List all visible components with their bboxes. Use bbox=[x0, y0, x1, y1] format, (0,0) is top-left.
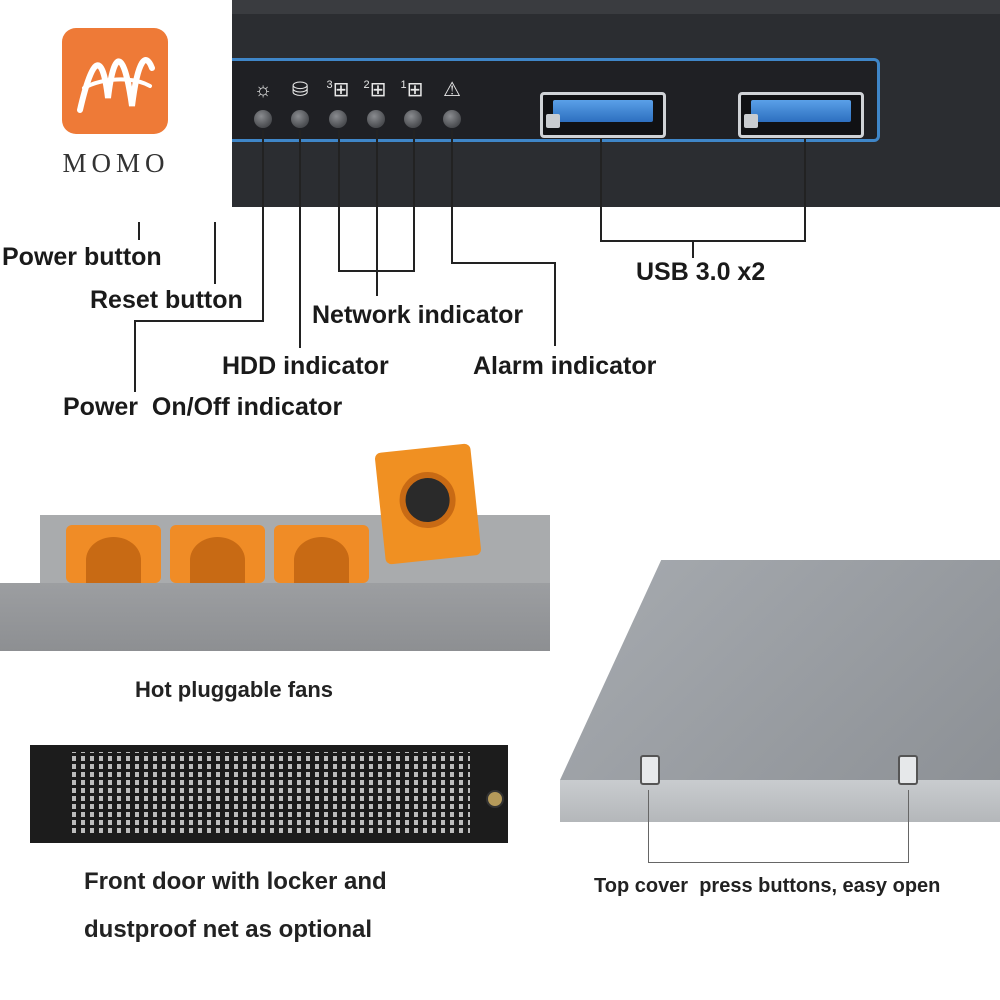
network-2-leader bbox=[376, 130, 378, 296]
usb-port-1[interactable] bbox=[540, 92, 666, 138]
alarm-led bbox=[443, 110, 461, 128]
cover-leader-left bbox=[648, 790, 649, 862]
fan-2 bbox=[170, 525, 265, 583]
hdd-icon: ⛁ bbox=[291, 79, 309, 101]
fan-removed bbox=[374, 443, 482, 565]
dustproof-net-rows bbox=[72, 752, 470, 836]
network-2-icon: 2⊞ bbox=[363, 79, 387, 101]
logo-text: MOMO bbox=[62, 148, 170, 178]
power-button-label: Power button bbox=[2, 243, 162, 271]
alarm-leader-h bbox=[451, 262, 556, 264]
chassis-front-plate bbox=[0, 583, 550, 651]
usb-label: USB 3.0 x2 bbox=[636, 258, 766, 286]
usb-leader-h bbox=[600, 240, 806, 242]
alarm-indicator-label: Alarm indicator bbox=[473, 352, 657, 380]
hdd-leader bbox=[299, 130, 301, 348]
power-led-leader bbox=[262, 130, 264, 322]
power-led-leader-v bbox=[134, 320, 136, 392]
network-leader-h bbox=[338, 270, 415, 272]
alarm-icon: ⚠ bbox=[443, 79, 461, 101]
power-led-leader-h bbox=[134, 320, 264, 322]
network-1-led bbox=[404, 110, 422, 128]
network-3-leader bbox=[338, 130, 340, 272]
hdd-led bbox=[291, 110, 309, 128]
light-bulb-icon: ☼ bbox=[253, 79, 273, 101]
network-2-led bbox=[367, 110, 385, 128]
top-cover-front-edge bbox=[560, 780, 1000, 822]
reset-button-leader bbox=[214, 222, 216, 284]
cover-press-button-right[interactable] bbox=[898, 755, 918, 785]
reset-button-label: Reset button bbox=[90, 286, 243, 314]
fan-3 bbox=[274, 525, 369, 583]
door-caption-line2: dustproof net as optional bbox=[84, 916, 372, 943]
usb-leader-stem bbox=[692, 240, 694, 258]
network-1-icon: 1⊞ bbox=[400, 79, 424, 101]
cover-press-button-left[interactable] bbox=[640, 755, 660, 785]
usb-leader-1 bbox=[600, 138, 602, 242]
door-caption-line1: Front door with locker and bbox=[84, 868, 387, 895]
momo-logo bbox=[62, 28, 168, 134]
network-1-number: 1 bbox=[400, 79, 407, 91]
cover-leader-right bbox=[908, 790, 909, 862]
power-button-leader bbox=[138, 222, 140, 240]
usb-leader-2 bbox=[804, 138, 806, 242]
fan-1 bbox=[66, 525, 161, 583]
power-onoff-indicator-label: Power On/Off indicator bbox=[63, 393, 343, 421]
usb-port-2[interactable] bbox=[738, 92, 864, 138]
alarm-leader-v bbox=[451, 130, 453, 264]
fans-caption: Hot pluggable fans bbox=[135, 677, 333, 702]
alarm-leader-v2 bbox=[554, 262, 556, 346]
hdd-indicator-label: HDD indicator bbox=[222, 352, 389, 380]
top-cover bbox=[560, 560, 1000, 780]
network-1-leader bbox=[413, 130, 415, 272]
logo-mark-icon bbox=[77, 57, 155, 113]
network-indicator-label: Network indicator bbox=[312, 301, 524, 329]
power-led bbox=[254, 110, 272, 128]
lock-icon bbox=[486, 790, 504, 808]
cover-caption: Top cover press buttons, easy open bbox=[594, 875, 941, 897]
network-3-number: 3 bbox=[326, 79, 333, 91]
network-3-led bbox=[329, 110, 347, 128]
front-panel-top-edge bbox=[232, 0, 1000, 14]
network-2-number: 2 bbox=[363, 79, 370, 91]
cover-leader-h bbox=[648, 862, 909, 863]
network-3-icon: 3⊞ bbox=[326, 79, 350, 101]
